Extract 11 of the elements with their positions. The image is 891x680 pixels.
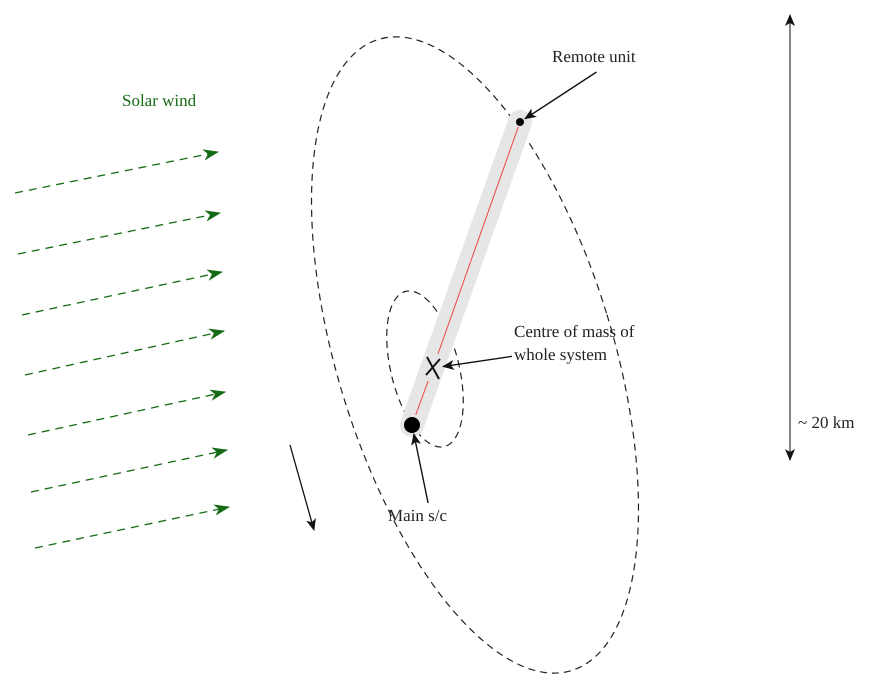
tether-line <box>415 380 429 416</box>
leader-arrow <box>411 433 429 504</box>
leader-arrow <box>442 356 512 370</box>
caption-text: Solar wind <box>122 90 196 112</box>
dimension-label: ~ 20 km <box>798 412 854 434</box>
callout-label: Centre of mass of whole system <box>514 321 664 369</box>
callout-label: Main s/c <box>388 505 474 529</box>
callout-label: Remote unit <box>552 46 684 70</box>
centre-of-mass-mark <box>424 356 442 380</box>
leader-arrow <box>524 71 597 120</box>
tether-line <box>437 126 519 354</box>
